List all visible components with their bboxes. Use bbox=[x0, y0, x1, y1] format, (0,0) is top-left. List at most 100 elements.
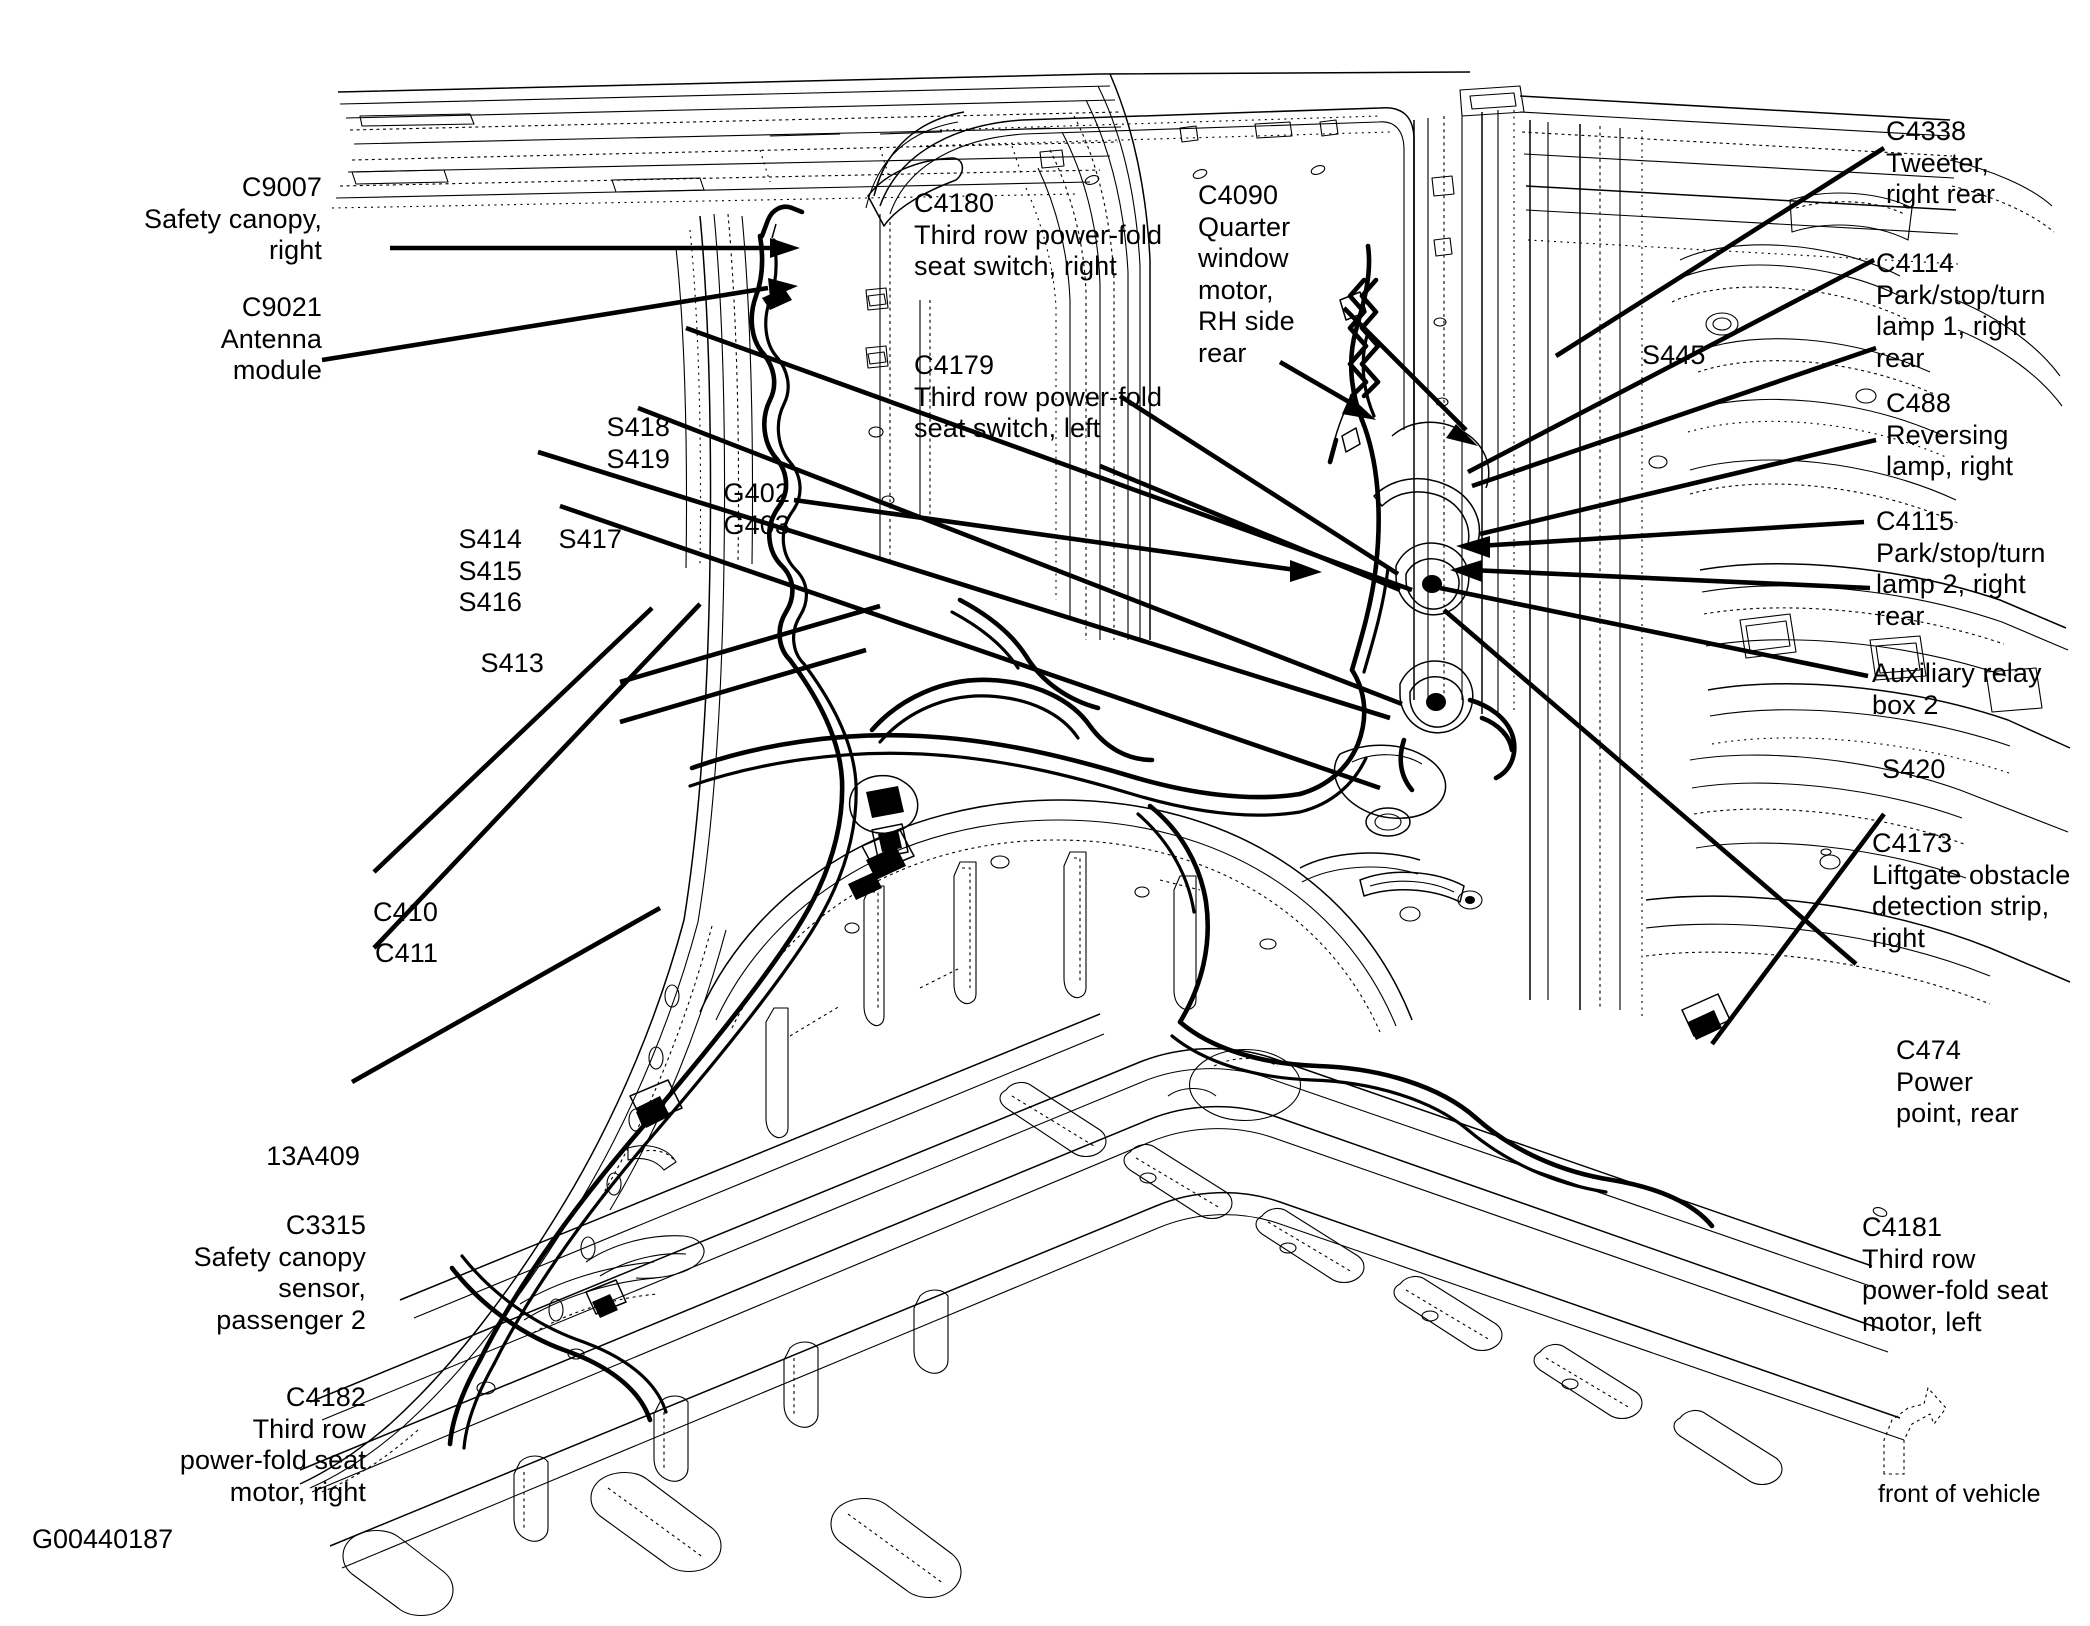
callout-code: S414 bbox=[458, 524, 522, 554]
callout-code: S420 bbox=[1882, 754, 1946, 784]
callout-desc: rear bbox=[1876, 600, 1925, 631]
callout-c410: C410 bbox=[240, 897, 438, 929]
callout-desc: Safety canopy, bbox=[143, 203, 322, 234]
callout-code: C9007 bbox=[241, 172, 322, 202]
wheel-arch-inner-panel bbox=[699, 799, 1413, 1139]
callout-s420: S420 bbox=[1882, 754, 1945, 786]
callout-desc: power-fold seat bbox=[179, 1445, 366, 1475]
callout-desc: Third row bbox=[252, 1413, 366, 1444]
callout-s445: S445 bbox=[1642, 340, 1705, 372]
left-pillar-trim bbox=[675, 213, 754, 923]
callout-desc: Reversing bbox=[1886, 419, 2009, 450]
callout-desc: Park/stop/turn bbox=[1876, 537, 2046, 568]
quarter-window-panel bbox=[865, 107, 1415, 560]
callout-desc: right bbox=[1872, 922, 1926, 953]
callout-code: C4181 bbox=[1862, 1212, 1943, 1242]
callout-desc: power-fold seat bbox=[1862, 1275, 2049, 1305]
callout-code: C4179 bbox=[914, 350, 995, 380]
front-of-vehicle-arrow bbox=[1883, 1386, 1947, 1475]
callout-desc: sensor, bbox=[278, 1273, 366, 1303]
callout-desc: RH side bbox=[1198, 306, 1295, 336]
callout-code: 13A409 bbox=[266, 1141, 360, 1171]
callout-code: C4180 bbox=[914, 188, 995, 218]
diagram-id-code: G00440187 bbox=[32, 1524, 174, 1554]
callout-desc: motor, bbox=[1198, 274, 1274, 305]
d-pillar-column bbox=[1413, 85, 1525, 714]
callout-desc: rear bbox=[1876, 342, 1925, 373]
callout-desc: Liftgate obstacle bbox=[1872, 859, 2071, 890]
callout-desc: lamp 2, right bbox=[1876, 569, 2026, 599]
connector-cluster bbox=[1299, 291, 1517, 922]
callout-code: S445 bbox=[1642, 340, 1706, 370]
callout-code: Auxiliary relay bbox=[1872, 658, 2042, 688]
callout-desc: window bbox=[1198, 243, 1289, 273]
callout-code: S417 bbox=[558, 524, 622, 554]
callout-code: C488 bbox=[1886, 388, 1951, 418]
callout-s417: S417 bbox=[400, 524, 622, 556]
callout-code: C3315 bbox=[285, 1210, 366, 1240]
callout-desc: Antenna bbox=[220, 323, 322, 354]
callout-code: C4182 bbox=[285, 1382, 366, 1412]
callout-code: S413 bbox=[480, 648, 544, 678]
callout-desc: motor, left bbox=[1862, 1306, 1982, 1337]
callout-code: S419 bbox=[606, 443, 670, 474]
callout-code: C474 bbox=[1896, 1035, 1961, 1065]
leader-lines bbox=[321, 146, 1886, 1085]
callout-code: C4114 bbox=[1876, 248, 1955, 278]
callout-desc: Third row power-fold bbox=[914, 381, 1163, 412]
callout-code: S415 bbox=[458, 555, 522, 586]
callout-desc: seat switch, right bbox=[914, 251, 1117, 281]
callout-desc: rear bbox=[1198, 337, 1247, 368]
callout-c411: C411 bbox=[240, 938, 438, 970]
callout-code: C410 bbox=[373, 897, 438, 927]
callout-code: S418 bbox=[606, 412, 670, 442]
callout-code: S416 bbox=[458, 587, 522, 617]
callout-desc: box 2 bbox=[1872, 689, 1939, 720]
callout-desc: motor, right bbox=[229, 1476, 366, 1507]
callout-desc: right bbox=[268, 235, 322, 265]
callout-desc: module bbox=[232, 355, 322, 385]
callout-code: C4090 bbox=[1198, 180, 1279, 210]
callout-s413: S413 bbox=[300, 648, 544, 680]
callout-desc: Power bbox=[1896, 1066, 1974, 1097]
callout-code: C411 bbox=[375, 938, 438, 968]
callout-code: C4338 bbox=[1886, 116, 1967, 146]
callout-desc: lamp, right bbox=[1886, 451, 2014, 481]
callout-code: C9021 bbox=[241, 292, 322, 322]
front-of-vehicle-label: front of vehicle bbox=[1878, 1480, 2041, 1508]
callout-desc: right rear bbox=[1886, 179, 1996, 209]
callout-code: G403 bbox=[723, 509, 790, 540]
callout-desc: Tweeter, bbox=[1886, 147, 1989, 178]
callout-desc: Safety canopy bbox=[193, 1241, 366, 1272]
callout-desc: passenger 2 bbox=[216, 1304, 366, 1335]
callout-code: C4115 bbox=[1876, 506, 1955, 536]
callout-code: C4173 bbox=[1872, 828, 1953, 858]
callout-desc: Third row bbox=[1862, 1243, 1976, 1274]
callout-desc: seat switch, left bbox=[914, 413, 1101, 443]
roof-rail-group bbox=[331, 71, 1471, 209]
callout-desc: detection strip, bbox=[1872, 891, 2050, 921]
callout-code: G402 bbox=[723, 478, 790, 508]
callout-desc: Quarter bbox=[1198, 211, 1291, 242]
rear-floor-pan bbox=[299, 1013, 1905, 1617]
callout-desc: Park/stop/turn bbox=[1876, 279, 2046, 310]
callout-desc: Third row power-fold bbox=[914, 219, 1163, 250]
callout-desc: point, rear bbox=[1896, 1098, 2019, 1128]
